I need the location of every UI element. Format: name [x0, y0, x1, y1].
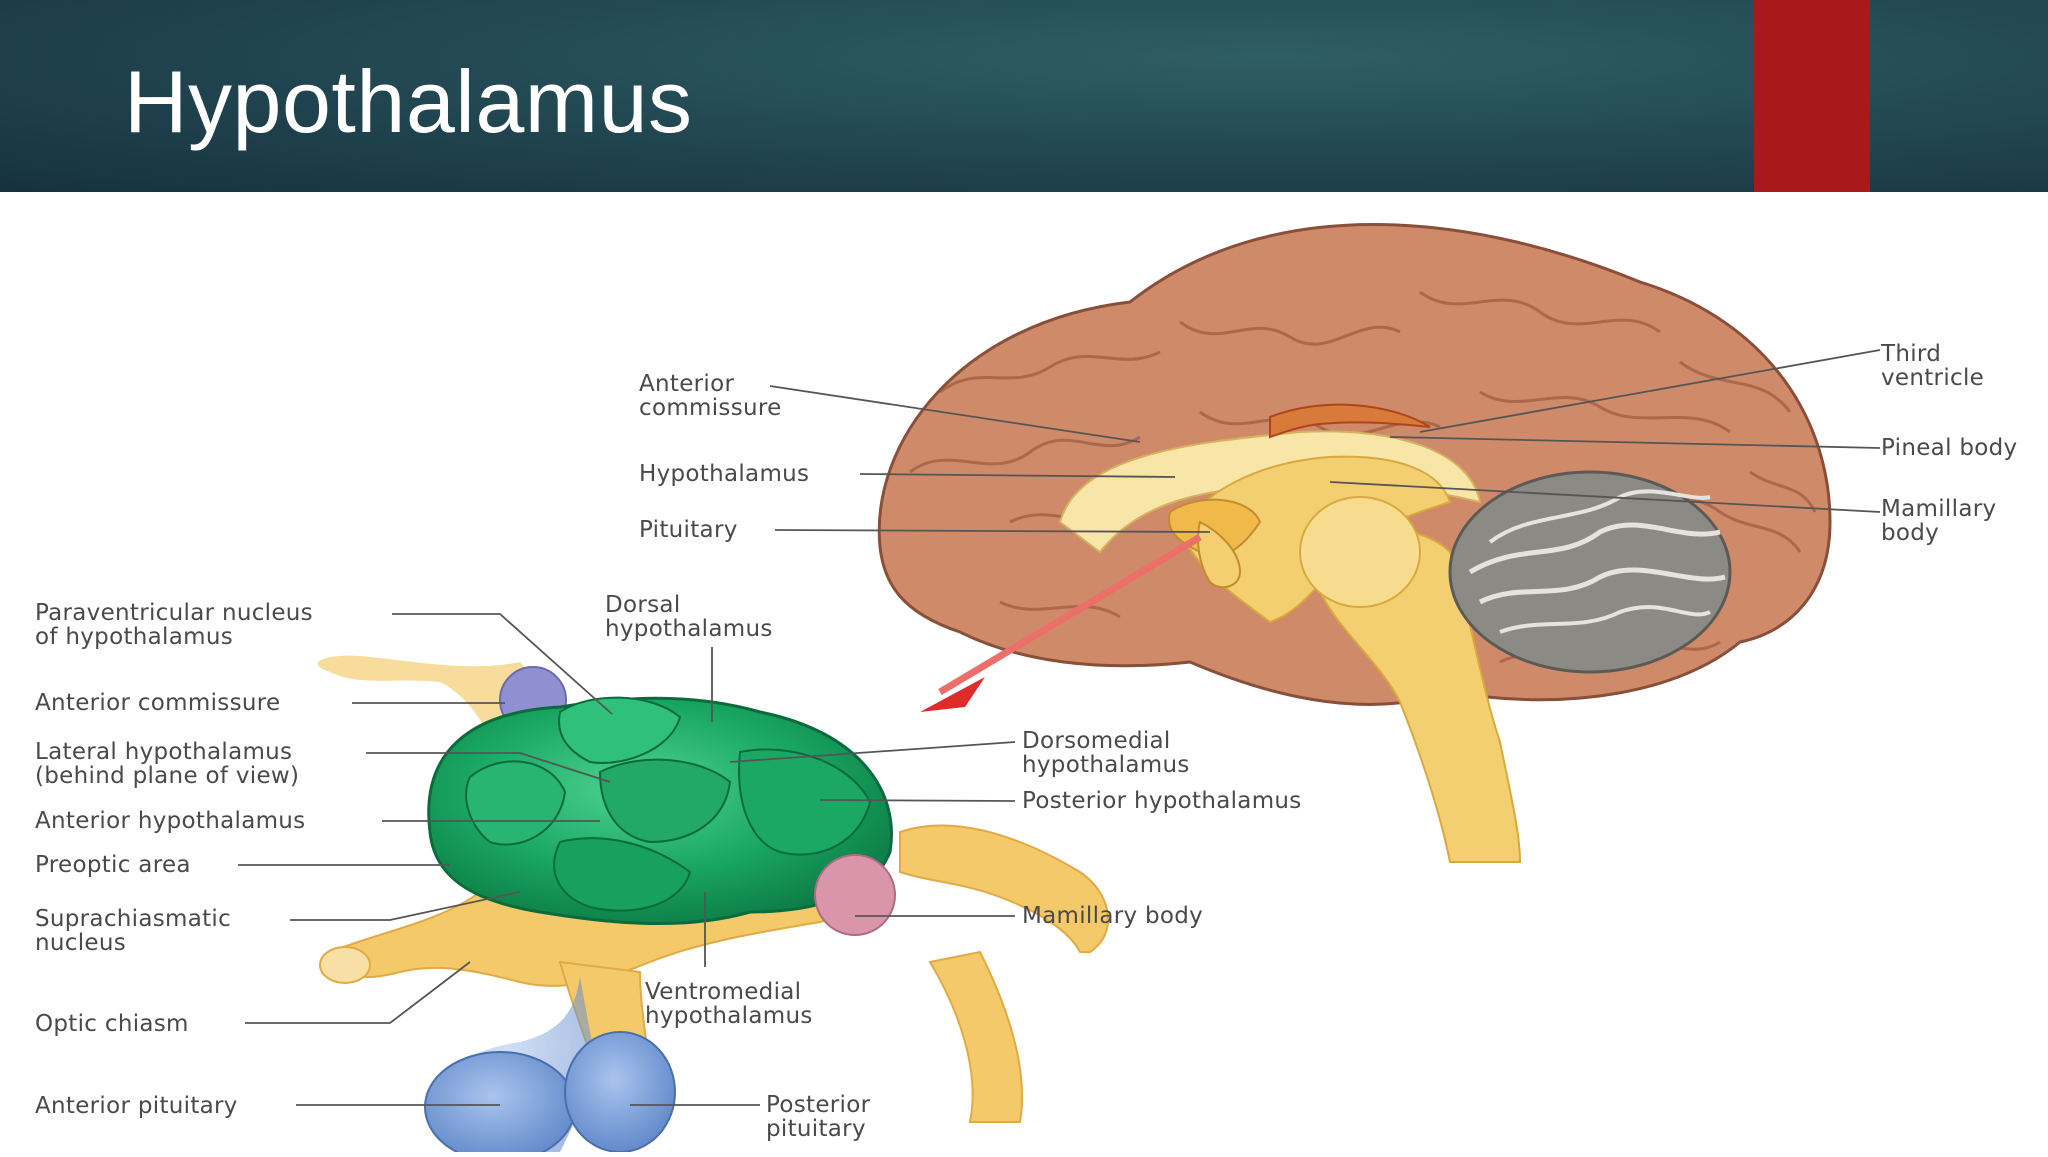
label-paraventricular-nucleus: Paraventricular nucleus of hypothalamus — [35, 600, 313, 650]
red-accent-bar — [1754, 0, 1870, 192]
label-pineal-body: Pineal body — [1881, 435, 2018, 461]
cerebellum — [1448, 470, 1732, 674]
label-ventromedial-hypothalamus: Ventromedial hypothalamus — [645, 979, 813, 1029]
brain-sagittal — [877, 223, 1832, 863]
anterior-pituitary-lobe — [424, 1051, 576, 1157]
optic-nerve-stub — [319, 946, 371, 984]
label-preoptic-area: Preoptic area — [35, 852, 191, 878]
cerebral-gyri — [909, 290, 1817, 664]
label-pituitary-brain: Pituitary — [639, 517, 738, 543]
label-posterior-hypothalamus: Posterior hypothalamus — [1022, 788, 1302, 814]
mamillary-tract — [899, 824, 1109, 953]
label-anterior-commissure-brain: Anterior commissure — [639, 371, 782, 421]
slide-title: Hypothalamus — [124, 52, 693, 151]
posterior-pituitary-lobe — [564, 1031, 676, 1153]
label-suprachiasmatic-nucleus: Suprachiasmatic nucleus — [35, 906, 232, 956]
pons — [1299, 496, 1421, 608]
detail-leader-lines — [238, 613, 1016, 1106]
label-mamillary-body-brain: Mamillary body — [1881, 496, 1997, 546]
label-hypothalamus-brain: Hypothalamus — [639, 461, 810, 487]
hypothalamus-nuclei — [427, 696, 893, 926]
label-dorsomedial-hypothalamus: Dorsomedial hypothalamus — [1022, 728, 1190, 778]
label-mamillary-body-detail: Mamillary body — [1022, 903, 1204, 929]
diagram-illustration — [238, 223, 1881, 1157]
third-ventricle — [1269, 403, 1431, 439]
label-lateral-hypothalamus: Lateral hypothalamus (behind plane of vi… — [35, 739, 300, 789]
label-optic-chiasm: Optic chiasm — [35, 1011, 189, 1037]
pituitary-gland — [1197, 520, 1242, 589]
brain-leader-lines — [769, 349, 1881, 533]
slide-header — [0, 0, 2048, 192]
label-third-ventricle: Third ventricle — [1881, 341, 1985, 391]
brainstem — [1308, 526, 1522, 863]
hypothalamus-detail — [317, 655, 1109, 1157]
label-anterior-hypothalamus: Anterior hypothalamus — [35, 808, 306, 834]
label-posterior-pituitary: Posterior pituitary — [766, 1092, 871, 1142]
zoom-arrow-head — [920, 677, 985, 712]
label-anterior-commissure-detail: Anterior commissure — [35, 690, 281, 716]
hypothalamus-diagram: Anterior commissure Hypothalamus Pituita… — [0, 192, 2048, 1157]
posterior-stalk — [928, 950, 1023, 1123]
label-anterior-pituitary: Anterior pituitary — [35, 1093, 238, 1119]
label-dorsal-hypothalamus: Dorsal hypothalamus — [605, 592, 773, 642]
zoom-arrow — [938, 533, 1202, 696]
pituitary-gland-detail — [424, 977, 676, 1157]
fornix-tract — [317, 655, 554, 812]
mamillary-body-node — [814, 854, 896, 936]
